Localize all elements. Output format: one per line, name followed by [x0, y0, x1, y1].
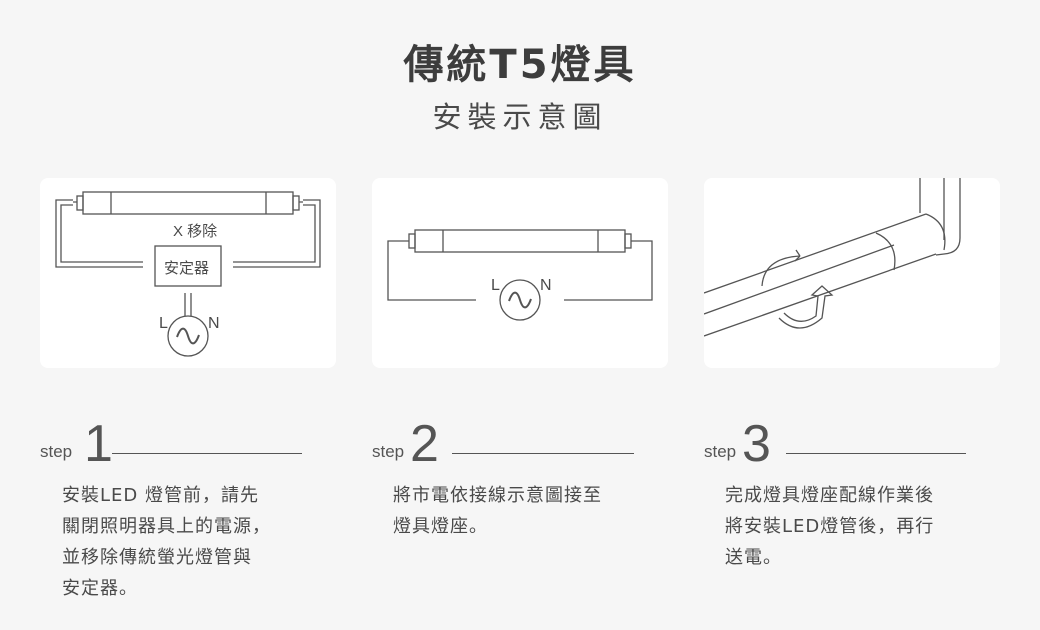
step1-diagram-card: X 移除 安定器 L N [40, 178, 336, 368]
fluorescent-tube-icon [414, 229, 626, 253]
text-line: 送電。 [725, 547, 782, 568]
text-line: 關閉照明器具上的電源， [62, 516, 271, 537]
neutral-label: N [208, 315, 220, 332]
step3-header: step 3 [704, 416, 966, 470]
text-line: 將市電依接線示意圖接至 [393, 485, 602, 506]
fluorescent-tube-icon [82, 191, 294, 215]
direct-wiring-diagram: L N [387, 229, 653, 321]
live-label: L [159, 315, 168, 332]
page-title: 傳統T5燈具 [403, 42, 637, 88]
text-line: 安定器。 [62, 578, 138, 599]
step3-description: 完成燈具燈座配線作業後 將安裝LED燈管後，再行 送電。 [725, 480, 934, 573]
step-number: 2 [410, 415, 439, 473]
ballast-label: 安定器 [164, 260, 209, 277]
step2-description: 將市電依接線示意圖接至 燈具燈座。 [393, 480, 602, 542]
text-line: 並移除傳統螢光燈管與 [62, 547, 252, 568]
text-line: 安裝LED 燈管前，請先 [62, 485, 259, 506]
step-label: step [704, 442, 737, 461]
step-number: 3 [742, 415, 771, 473]
divider [112, 453, 302, 454]
text-line: 燈具燈座。 [393, 516, 488, 537]
step1-description: 安裝LED 燈管前，請先 關閉照明器具上的電源， 並移除傳統螢光燈管與 安定器。 [62, 480, 271, 604]
page-subtitle: 安裝示意圖 [432, 100, 608, 134]
step3-diagram-card [704, 178, 1000, 368]
divider [786, 453, 966, 454]
step-label: step [372, 442, 405, 461]
text-line: 完成燈具燈座配線作業後 [725, 485, 934, 506]
step-label: step [40, 442, 73, 461]
step-number: 1 [84, 415, 113, 473]
live-label: L [491, 277, 500, 294]
remove-label: X 移除 [173, 223, 217, 240]
step2-diagram-card: L N [372, 178, 668, 368]
rotate-tube-install-diagram [704, 178, 961, 337]
text-line: 將安裝LED燈管後，再行 [725, 516, 935, 537]
divider [452, 453, 634, 454]
neutral-label: N [540, 277, 552, 294]
step1-header: step 1 [40, 416, 302, 470]
wiring-with-ballast-diagram: X 移除 安定器 L N [55, 191, 321, 357]
step2-header: step 2 [372, 416, 634, 470]
